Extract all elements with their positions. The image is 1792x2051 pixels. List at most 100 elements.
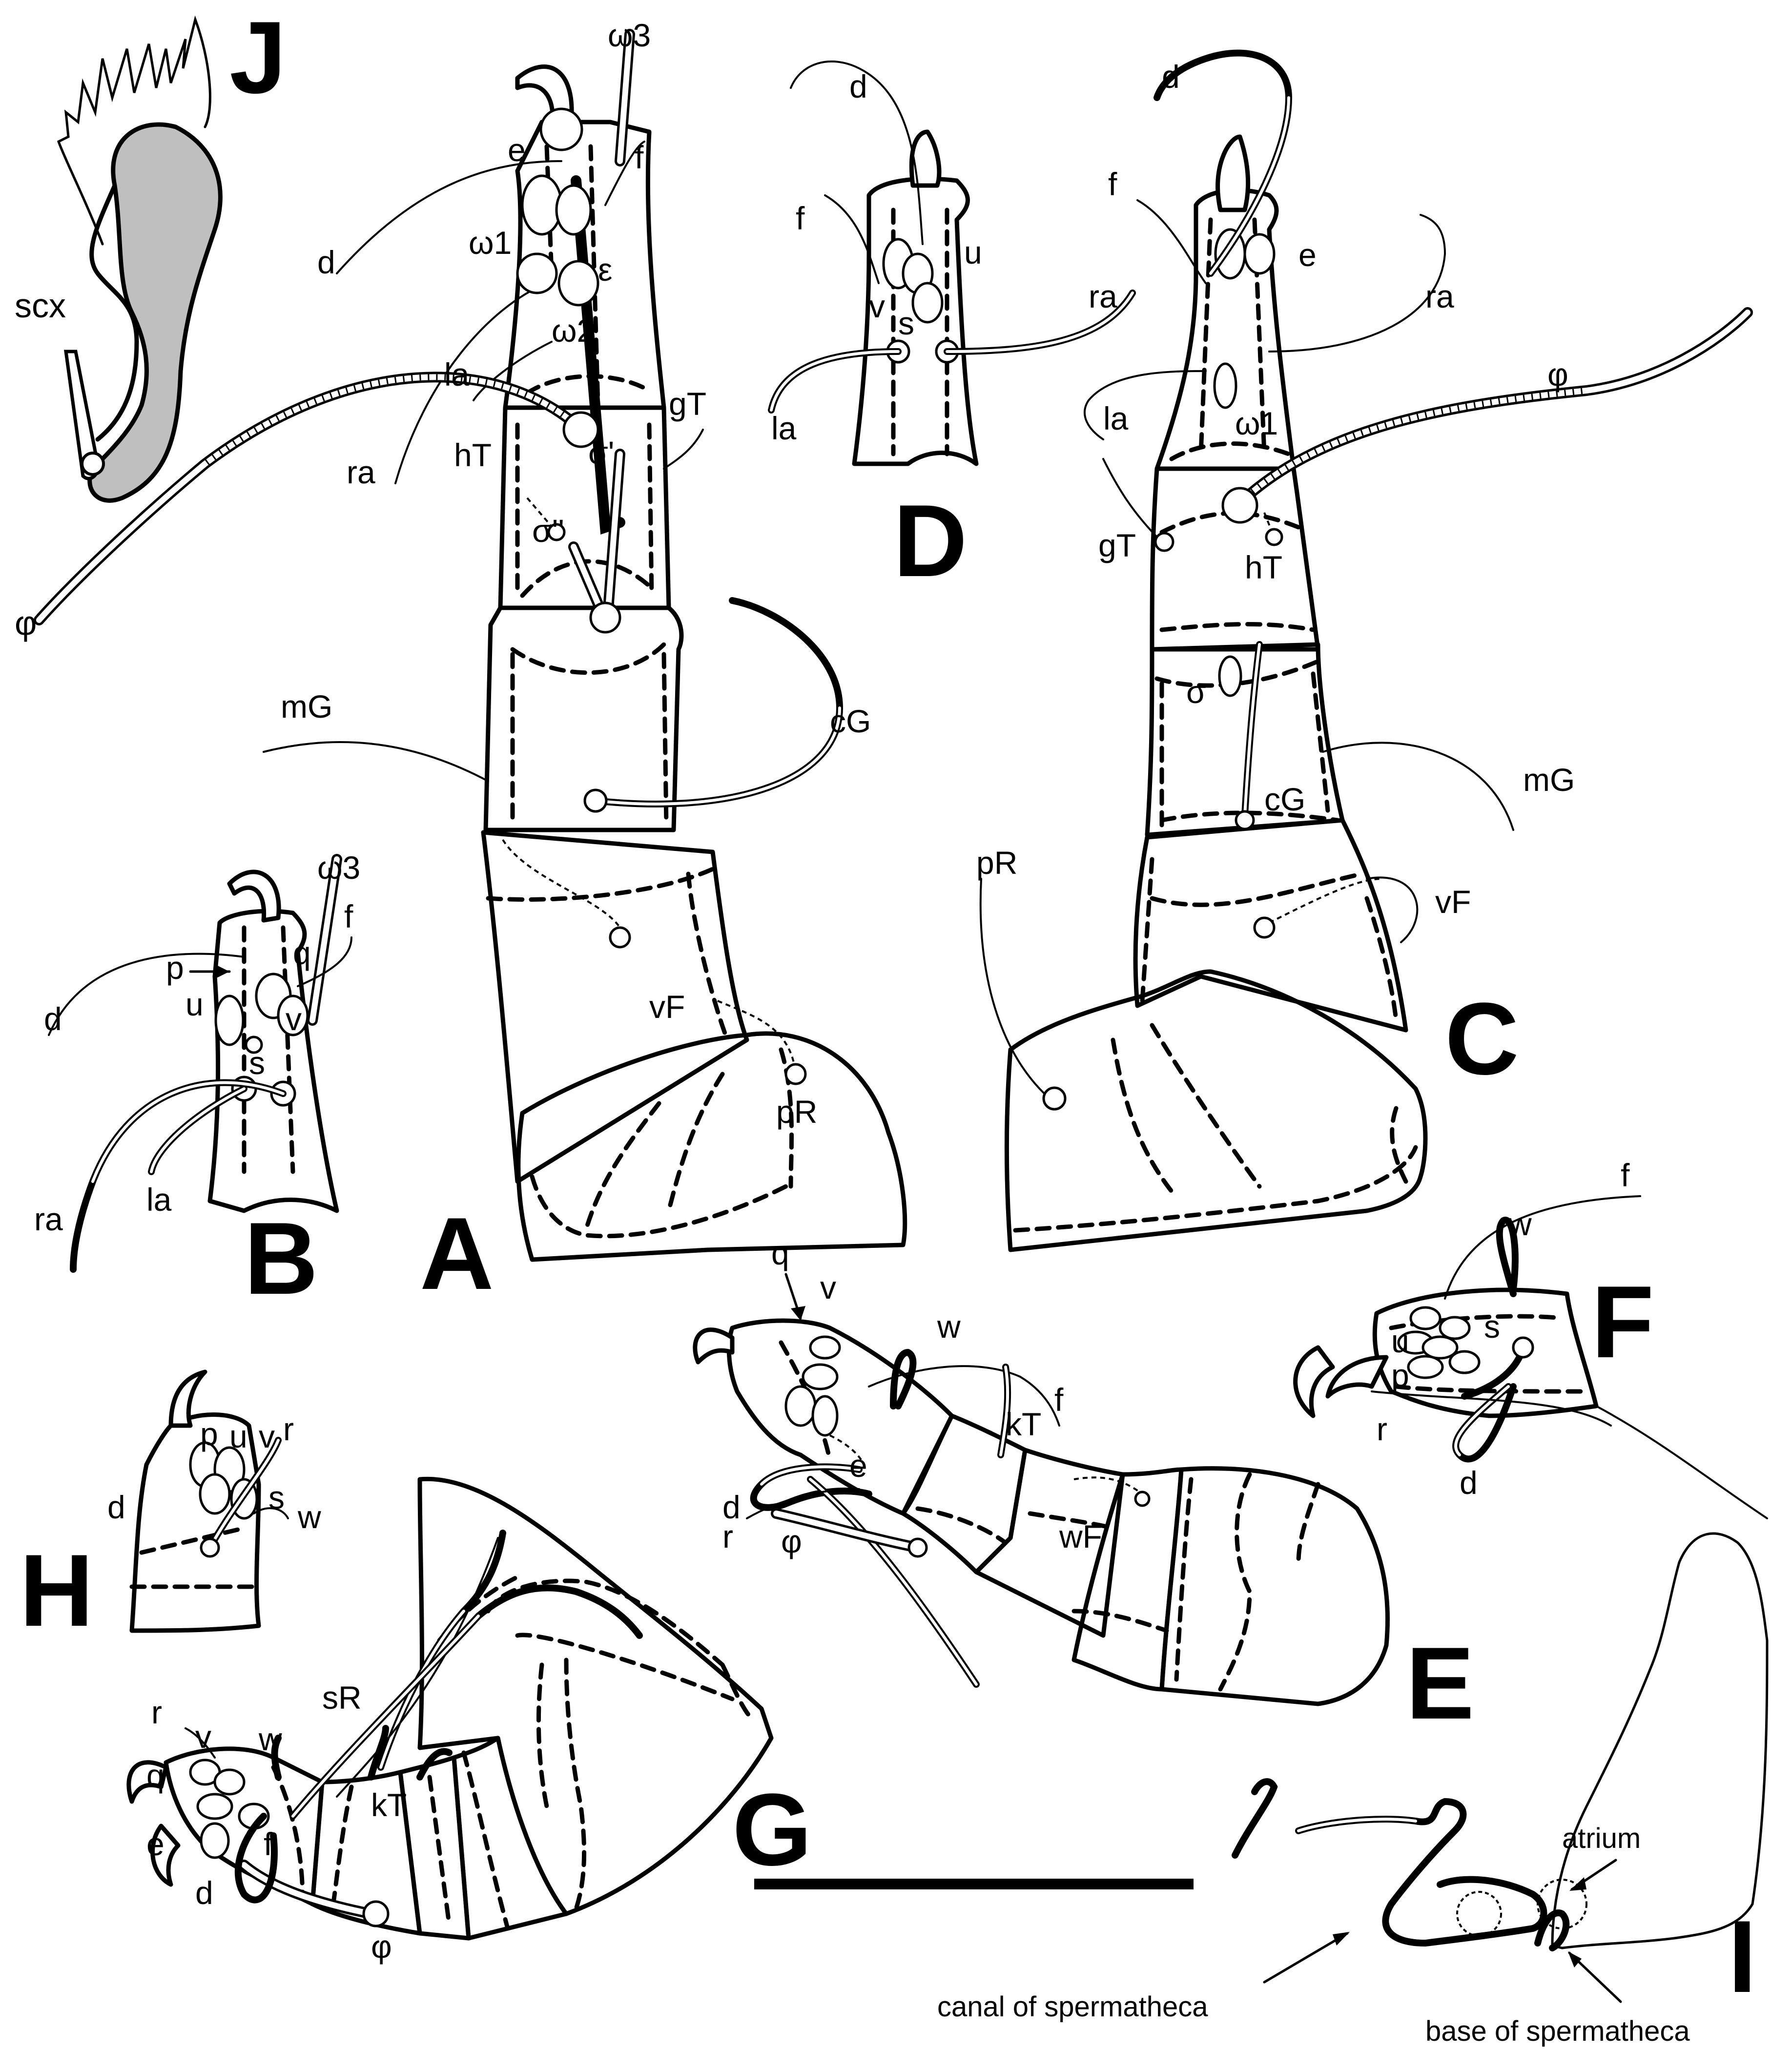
label-e-f: f [1054,1382,1064,1418]
label-e-d: d [722,1489,741,1525]
label-e-w: w [937,1308,961,1345]
label-g-f: f [264,1826,273,1862]
label-a-sigma1: σ' [588,435,614,471]
label-h-u: u [229,1418,247,1454]
a-trochanter [516,1031,907,1262]
label-e-wF: wF [1059,1518,1102,1554]
e-seta-r [746,1488,860,1519]
d-seta-d [790,61,924,245]
label-g-kT: kT [371,1787,407,1823]
label-e-v: v [820,1269,836,1305]
c-trochanter [1005,969,1428,1252]
c-seta-f [1136,199,1207,284]
label-a-mG: mG [281,688,332,725]
f-claw [1325,1355,1389,1399]
label-a-omega1: ω1 [469,225,512,261]
b-seta-la [148,1085,247,1175]
a-seta-la [473,341,553,401]
label-c-mG: mG [1523,762,1575,798]
f-seta-w [1496,1217,1519,1297]
label-a-hT: hT [454,437,492,473]
label-f-w: w [1508,1206,1532,1242]
label-d-v: v [869,288,885,324]
b-seta-f [297,936,352,987]
panel-e-leg-lateral: E q v w f kT e d r φ wF [693,1235,1474,1740]
label-a-d: d [317,244,335,280]
label-d-s: s [898,305,914,341]
label-c-e: e [1298,237,1317,273]
panel-label-h: H [20,1533,94,1648]
label-e-r: r [722,1518,733,1554]
panel-label-d: D [893,483,968,598]
c-seta-mG [1322,742,1514,831]
label-b-la: la [146,1181,172,1218]
a-seta-f [604,141,645,206]
g-seta-r [185,1727,216,1759]
label-h-p: p [200,1416,218,1452]
c-seta-gT [1102,458,1163,543]
a-seta-mG [263,741,489,782]
label-g-v: v [195,1719,211,1755]
label-c-la: la [1103,400,1129,436]
a-seta-ra [394,282,548,484]
label-a-sigma2: σ'' [532,513,564,549]
label-a-e: e [508,132,526,168]
label-a-pR: pR [776,1094,817,1130]
label-f-f: f [1621,1157,1630,1193]
panel-g-leg-lateral: G r v w q sR kT e f d φ [126,1476,812,1965]
label-h-s: s [268,1479,285,1515]
b-tarsus [207,909,339,1213]
label-h-r: r [283,1411,294,1447]
c-femur [1133,818,1408,1033]
label-c-phi: φ [1547,356,1568,393]
label-c-ra: ra [1425,278,1454,314]
label-f-s: s [1484,1308,1500,1345]
panel-label-j: J [229,0,287,115]
d-tarsus [852,176,979,466]
label-a-cG: cG [830,703,871,739]
panel-label-a: A [420,1196,494,1311]
c-solenidion-phi [1235,307,1753,508]
e-seta-w [890,1348,917,1409]
label-e-q: q [771,1235,789,1271]
a-genu [483,605,684,832]
panel-label-i: I [1728,1899,1756,2014]
label-g-phi: φ [371,1928,392,1965]
i-spermatheca-sac [1551,1532,1769,1949]
label-b-f: f [344,898,353,934]
label-c-vF: vF [1435,884,1471,920]
label-d-d: d [849,68,867,104]
label-b-q: q [293,935,311,971]
label-h-v: v [259,1418,275,1454]
label-i-base: base of spermatheca [1425,2015,1690,2047]
label-e-kT: kT [1006,1406,1041,1442]
a-seta-cG [592,597,844,808]
panel-a-leg-dorsal: A ω3 e f d ω1 ε ω2 la ra hT gT σ' σ'' mG… [34,17,907,1311]
d-seta-f [824,194,880,284]
panel-label-e: E [1406,1626,1474,1740]
label-b-omega3: ω3 [317,849,360,886]
label-e-phi: φ [781,1523,802,1559]
panel-label-g: G [732,1772,812,1887]
f-seta-f [1444,1195,1641,1300]
c-claw [1215,134,1251,212]
label-d-f: f [796,200,805,236]
c-seta-vF [1366,876,1419,943]
label-a-vF: vF [649,989,685,1025]
e-seta-f [868,1365,1060,1427]
scale-bar [754,1879,1194,1889]
label-g-e: e [146,1826,165,1862]
scx-body [87,122,223,503]
label-c-sigma: σ [1186,674,1206,710]
c-seta-ra [1268,214,1446,352]
label-b-v: v [286,1001,302,1037]
label-a-epsilon: ε [598,251,612,288]
panel-f-tarsus: F f w u s p r d [1293,1157,1768,1519]
c-tarsus [1154,188,1296,471]
label-a-ra: ra [347,454,375,490]
i-arrow-canal [1263,1932,1349,1984]
b-claw [227,870,281,923]
label-d-ra: ra [1089,278,1117,314]
label-e-e: e [849,1448,867,1484]
